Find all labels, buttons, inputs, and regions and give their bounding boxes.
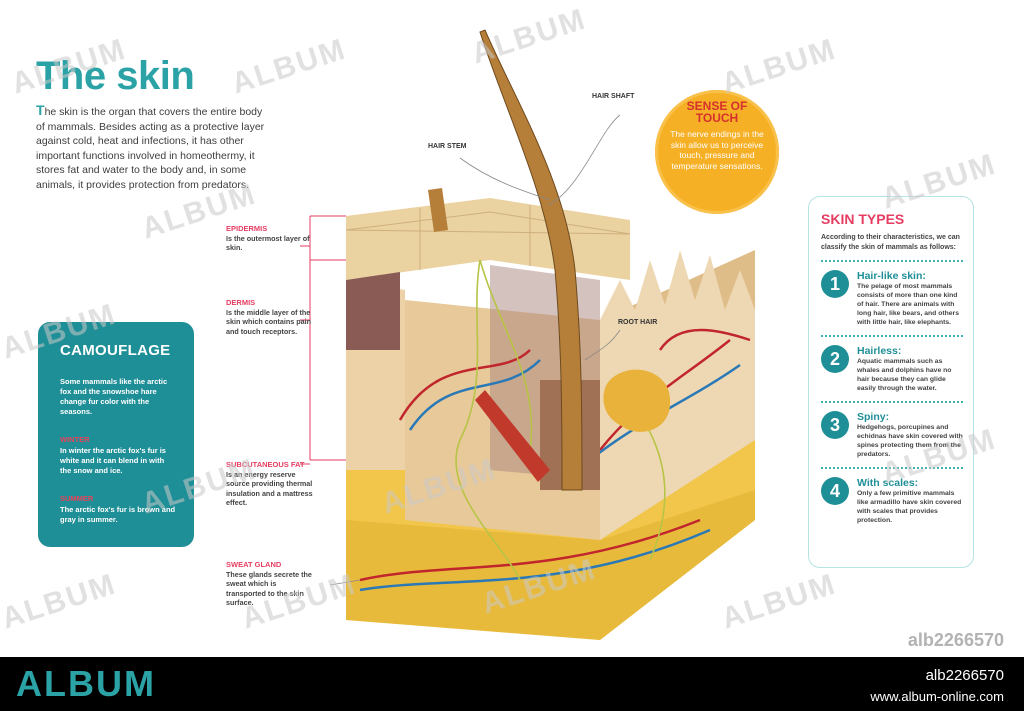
- sweat-gland-title: SWEAT GLAND: [226, 560, 282, 569]
- divider: [821, 467, 963, 469]
- intro-first-letter: T: [36, 102, 45, 118]
- dermis-texture: [346, 272, 400, 350]
- hair-shaft-callout: HAIR SHAFT: [592, 93, 635, 100]
- sweat-gland-label: SWEAT GLAND These glands secrete the swe…: [226, 560, 316, 608]
- arrector-pili-muscle: [475, 390, 550, 482]
- footer-url[interactable]: www.album-online.com: [870, 689, 1004, 704]
- callout-lines: [329, 114, 621, 586]
- skin-types-lead: According to their characteristics, we c…: [821, 234, 960, 251]
- skin-type-item: 4 With scales: Only a few primitive mamm…: [821, 477, 963, 525]
- skin-type-title: With scales:: [857, 477, 919, 489]
- skin-type-title: Hair-like skin:: [857, 270, 926, 282]
- footer-bar: ALBUM alb2266570 www.album-online.com: [0, 657, 1024, 711]
- skin-cross-section-illustration: [300, 29, 755, 640]
- skin-type-title: Hairless:: [857, 345, 902, 357]
- divider: [821, 335, 963, 337]
- winter-label: WINTER: [60, 435, 90, 444]
- touch-title-line2: TOUCH: [695, 111, 739, 125]
- short-hair: [428, 188, 448, 232]
- sweat-gland-text: These glands secrete the sweat which is …: [226, 569, 312, 608]
- fat-lobe: [603, 369, 671, 432]
- camouflage-panel: CAMOUFLAGE Some mammals like the arctic …: [38, 322, 194, 547]
- camouflage-heading: CAMOUFLAGE: [60, 342, 171, 359]
- winter-text: In winter the arctic fox's fur is white …: [60, 446, 166, 475]
- camouflage-winter: WINTER In winter the arctic fox's fur is …: [60, 435, 176, 476]
- dermis-title: DERMIS: [226, 298, 256, 307]
- summer-label: SUMMER: [60, 494, 94, 503]
- epidermis-title: EPIDERMIS: [226, 224, 268, 233]
- fat-shading: [346, 490, 755, 640]
- dermis-text: Is the middle layer of the skin which co…: [226, 307, 312, 336]
- sense-of-touch-badge: SENSE OF TOUCH The nerve endings in the …: [655, 90, 779, 214]
- intro-text: The skin is the organ that covers the en…: [36, 103, 272, 192]
- camouflage-summer: SUMMER The arctic fox's fur is brown and …: [60, 494, 176, 525]
- epidermis-text: Is the outermost layer of skin.: [226, 233, 310, 253]
- layer-bracket-lines: [300, 215, 346, 465]
- album-logo: ALBUM: [16, 663, 156, 704]
- image-id-tag: alb2266570: [907, 630, 1004, 650]
- skin-type-text: Only a few primitive mammals like armadi…: [857, 490, 962, 524]
- divider: [821, 260, 963, 262]
- skin-type-item: 2 Hairless: Aquatic mammals such as whal…: [821, 345, 963, 393]
- skin-types-panel: SKIN TYPES According to their characteri…: [808, 196, 974, 568]
- number-badge: 4: [821, 477, 849, 505]
- touch-title-line1: SENSE OF: [686, 99, 748, 113]
- skin-type-text: Aquatic mammals such as whales and dolph…: [857, 358, 952, 392]
- subcutaneous-fat-text: Is an energy reserve source providing th…: [226, 469, 313, 508]
- intro-body: he skin is the organ that covers the ent…: [36, 106, 265, 191]
- skin-type-title: Spiny:: [857, 411, 890, 423]
- divider: [821, 401, 963, 403]
- camouflage-intro: Some mammals like the arctic fox and the…: [60, 377, 168, 416]
- epidermis-top: [346, 198, 630, 280]
- number-badge: 1: [821, 270, 849, 298]
- skin-types-heading: SKIN TYPES: [821, 211, 905, 227]
- skin-type-item: 3 Spiny: Hedgehogs, porcupines and echid…: [821, 411, 963, 459]
- number-badge: 3: [821, 411, 849, 439]
- hair-stem-callout: HAIR STEM: [428, 143, 467, 150]
- number-badge: 2: [821, 345, 849, 373]
- watermark: ALBUM: [0, 567, 121, 636]
- summer-text: The arctic fox's fur is brown and gray i…: [60, 505, 176, 524]
- root-hair-callout: ROOT HAIR: [618, 319, 658, 326]
- skin-type-item: 1 Hair-like skin: The pelage of most mam…: [821, 270, 963, 327]
- hair-shaft: [479, 29, 583, 491]
- subcutaneous-fat-label: SUBCUTANEOUS FAT Is an energy reserve so…: [226, 460, 316, 508]
- touch-text: The nerve endings in the skin allow us t…: [670, 129, 764, 171]
- footer-image-id: alb2266570: [925, 667, 1004, 684]
- epidermis-label: EPIDERMIS Is the outermost layer of skin…: [226, 224, 316, 253]
- dermal-papillae: [600, 250, 755, 540]
- skin-type-text: Hedgehogs, porcupines and echidnas have …: [857, 424, 963, 458]
- dermis-label: DERMIS Is the middle layer of the skin w…: [226, 298, 316, 336]
- subcutaneous-fat-title: SUBCUTANEOUS FAT: [226, 460, 305, 469]
- page-title: The skin: [36, 54, 195, 98]
- skin-type-text: The pelage of most mammals consists of m…: [857, 283, 959, 326]
